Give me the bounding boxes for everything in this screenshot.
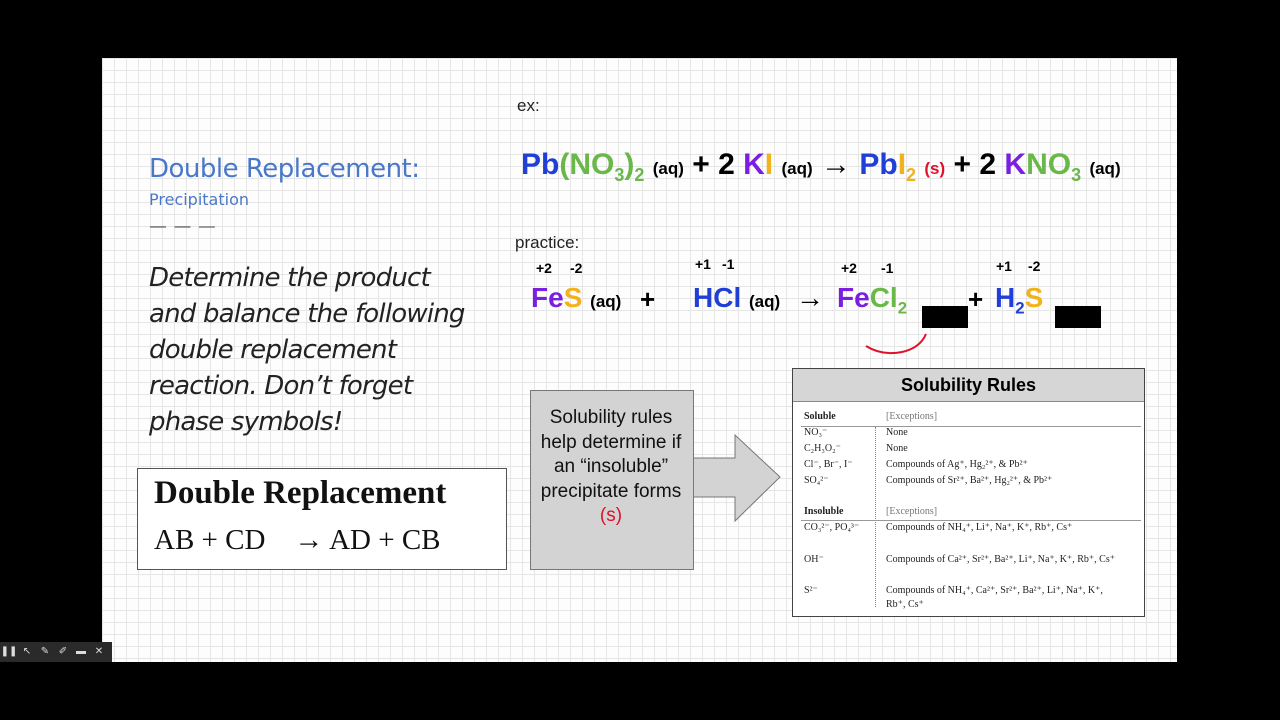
no-group: NO	[569, 148, 615, 181]
i-product-symbol: I	[897, 148, 907, 181]
phase-aq-3: (aq)	[1089, 159, 1121, 178]
h2-subscript: 2	[1015, 298, 1025, 318]
reaction-arrow: →	[821, 148, 851, 181]
oxidation-s-reactant: -2	[570, 260, 583, 276]
instructions-text: Determine the product and balance the fo…	[149, 263, 465, 437]
soluble-exception: Compounds of Ag⁺, Hg₂²⁺, & Pb²⁺	[886, 459, 1028, 470]
solubility-rules-table: Solubility Rules Soluble [Exceptions] NO…	[792, 368, 1145, 617]
slide-title: Double Replacement:	[149, 154, 420, 184]
phase-aq-fes: (aq)	[590, 292, 622, 311]
highlighter-icon[interactable]: ✐	[58, 646, 68, 657]
double-replacement-box: Double Replacement AB + CD → AD + CB	[137, 468, 507, 570]
soluble-ion: C₂H₃O₂⁻	[804, 443, 841, 454]
pen-icon[interactable]: ✎	[40, 646, 50, 657]
callout-text-main: Solubility rules help determine if an “i…	[540, 407, 682, 502]
oxidation-h-reactant: +1	[695, 256, 711, 272]
callout-box	[530, 390, 694, 570]
practice-reactant-fes: FeS (aq)	[531, 282, 621, 314]
insoluble-ion: CO₃²⁻, PO₄³⁻	[804, 522, 860, 533]
plus-coefficient-2: + 2	[953, 148, 997, 181]
callout-text-solid: (s)	[599, 505, 623, 526]
example-label: ex:	[517, 96, 540, 115]
plus-coefficient-1: + 2	[692, 148, 735, 181]
insoluble-exceptions-label: [Exceptions]	[886, 506, 938, 517]
phase-aq-hcl: (aq)	[749, 292, 781, 311]
no-subscript: 3	[614, 165, 625, 185]
callout-arrow	[692, 433, 781, 523]
oxidation-s-product: -2	[1028, 258, 1041, 274]
i-symbol: I	[764, 148, 774, 181]
practice-reactant-hcl: HCl (aq)	[693, 282, 780, 314]
insoluble-exception: Compounds of Ca²⁺, Sr²⁺, Ba²⁺, Li⁺, Na⁺,…	[886, 554, 1115, 565]
oxidation-cl-product: -1	[881, 260, 894, 276]
fe-symbol: Fe	[531, 282, 564, 313]
group-subscript: 2	[634, 165, 645, 185]
practice-label: practice:	[515, 233, 580, 252]
kno3-subscript: 3	[1071, 165, 1082, 185]
insoluble-ion: S²⁻	[804, 585, 818, 596]
s-symbol: S	[563, 282, 583, 313]
practice-plus-2: +	[968, 284, 984, 314]
practice-plus-1: +	[640, 284, 656, 314]
soluble-divider	[801, 426, 1141, 427]
eraser-icon[interactable]: ▬	[76, 646, 86, 657]
slide: Double Replacement: Precipitation — — — …	[102, 58, 1177, 662]
pbi2-subscript: 2	[906, 165, 917, 185]
oxidation-fe-reactant: +2	[536, 260, 552, 276]
h-product-symbol: H	[995, 282, 1016, 313]
callout-text: Solubility rules help determine if an “i…	[534, 406, 688, 529]
double-replacement-formula: AB + CD → AD + CB	[154, 524, 441, 556]
soluble-label: Soluble	[804, 411, 836, 422]
phase-aq-1: (aq)	[652, 159, 684, 178]
oxidation-h-product: +1	[996, 258, 1012, 274]
pb-product-symbol: Pb	[859, 148, 898, 181]
column-divider	[875, 427, 876, 607]
paren-open: (	[559, 148, 570, 181]
oxidation-fe-product: +2	[841, 260, 857, 276]
pb-symbol: Pb	[521, 148, 560, 181]
pause-icon[interactable]: ❚❚	[0, 646, 18, 657]
insoluble-ion: OH⁻	[804, 554, 824, 565]
fecl2-subscript: 2	[897, 298, 908, 318]
solubility-rules-title: Solubility Rules	[793, 369, 1144, 402]
soluble-exceptions-label: [Exceptions]	[886, 411, 938, 422]
cl-product-symbol: Cl	[869, 282, 898, 313]
slide-subtitle: Precipitation	[149, 190, 250, 209]
k-product-symbol: K	[1004, 148, 1027, 181]
soluble-exception: Compounds of Sr²⁺, Ba²⁺, Hg₂²⁺, & Pb²⁺	[886, 475, 1053, 486]
insoluble-divider	[801, 520, 1141, 521]
close-icon[interactable]: ✕	[94, 646, 104, 657]
insoluble-exception-cont: Rb⁺, Cs⁺	[886, 599, 924, 610]
soluble-ion: SO₄²⁻	[804, 475, 829, 486]
h-symbol: H	[693, 282, 714, 313]
redacted-phase-1	[922, 306, 968, 328]
insoluble-exception: Compounds of NH₄⁺, Li⁺, Na⁺, K⁺, Rb⁺, Cs…	[886, 522, 1073, 533]
practice-product-h2s: H2S	[995, 282, 1043, 319]
s-product-symbol: S	[1024, 282, 1044, 313]
double-replacement-heading: Double Replacement	[154, 475, 447, 511]
pointer-icon[interactable]: ↖	[22, 646, 32, 657]
paren-close: )	[624, 148, 635, 181]
fe-product-symbol: Fe	[837, 282, 870, 313]
soluble-exception: None	[886, 427, 908, 438]
red-annotation-stroke	[865, 333, 927, 355]
practice-arrow: →	[796, 282, 824, 313]
redacted-phase-2	[1055, 306, 1101, 328]
example-equation: Pb(NO3)2 (aq) + 2 KI (aq) → PbI2 (s) + 2…	[521, 148, 1121, 186]
insoluble-exception: Compounds of NH₄⁺, Ca²⁺, Sr²⁺, Ba²⁺, Li⁺…	[886, 585, 1103, 596]
phase-aq-2: (aq)	[781, 159, 813, 178]
soluble-ion: Cl⁻, Br⁻, I⁻	[804, 459, 853, 470]
soluble-exception: None	[886, 443, 908, 454]
practice-product-fecl2: FeCl2	[837, 282, 907, 319]
oxidation-cl-reactant: -1	[722, 256, 735, 272]
insoluble-label: Insoluble	[804, 506, 844, 517]
cl-symbol: Cl	[713, 282, 742, 313]
annotation-toolbar: ❚❚ ↖ ✎ ✐ ▬ ✕	[0, 642, 112, 662]
soluble-ion: NO₃⁻	[804, 427, 828, 438]
title-divider: — — —	[150, 218, 217, 235]
phase-solid: (s)	[924, 159, 946, 178]
no-product-group: NO	[1026, 148, 1072, 181]
k-symbol: K	[743, 148, 765, 181]
